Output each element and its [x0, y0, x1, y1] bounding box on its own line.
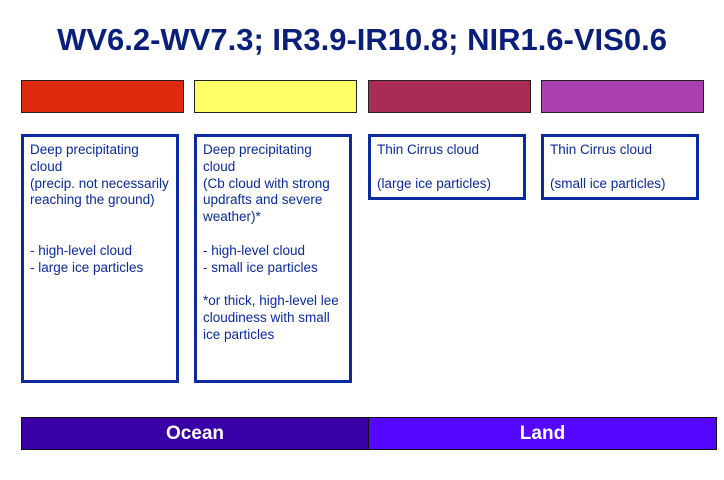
description-box-deep-precip-1: Deep precipitating cloud (precip. not ne…: [21, 134, 179, 383]
description-box-thin-cirrus-large: Thin Cirrus cloud (large ice particles): [368, 134, 526, 200]
description-box-deep-precip-2: Deep precipitating cloud (Cb cloud with …: [194, 134, 352, 383]
ocean-bar: Ocean: [21, 417, 369, 450]
description-box-thin-cirrus-small: Thin Cirrus cloud (small ice particles): [541, 134, 699, 200]
color-swatch-maroon: [368, 80, 531, 113]
land-bar: Land: [368, 417, 717, 450]
color-swatch-red: [21, 80, 184, 113]
title: WV6.2-WV7.3; IR3.9-IR10.8; NIR1.6-VIS0.6: [57, 22, 667, 57]
color-swatch-yellow: [194, 80, 357, 113]
color-swatch-purple: [541, 80, 704, 113]
